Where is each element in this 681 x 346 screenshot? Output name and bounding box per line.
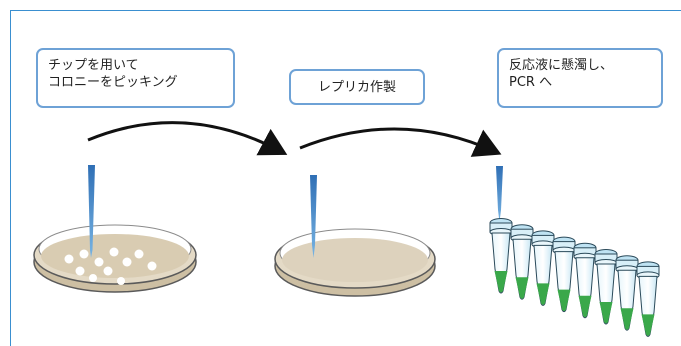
- pcr-tube: [594, 249, 618, 325]
- curved-arrow-icon: [299, 127, 502, 157]
- pcr-liquid: [578, 295, 592, 318]
- pcr-liquid: [494, 271, 508, 293]
- petri-dish-icon: [274, 228, 436, 297]
- colony: [75, 266, 85, 276]
- pipette-tip-icon: [496, 166, 503, 222]
- colony: [147, 261, 157, 271]
- colony: [89, 274, 97, 282]
- colony: [117, 277, 125, 285]
- pcr-liquid: [599, 302, 613, 324]
- step-2-label-box: レプリカ作製: [289, 69, 425, 105]
- pcr-tube: [615, 255, 639, 331]
- frame-left-border: [10, 10, 11, 346]
- pcr-liquid: [641, 314, 655, 336]
- pcr-tube: [531, 230, 555, 306]
- curved-arrow-icon: [87, 121, 288, 156]
- colony: [79, 249, 89, 259]
- pipette-tip-icon: [310, 175, 317, 258]
- colony: [134, 249, 144, 259]
- pcr-tube: [636, 261, 660, 337]
- colony: [103, 266, 113, 276]
- colony: [109, 247, 119, 257]
- step-3-label-box: 反応液に懸濁し、 PCR へ: [497, 48, 663, 108]
- pcr-tube: [552, 236, 576, 313]
- pcr-liquid: [515, 277, 529, 299]
- pipette-tip-icon: [88, 165, 95, 258]
- pcr-liquid: [557, 289, 571, 312]
- pcr-tube: [489, 218, 513, 294]
- colony: [122, 257, 132, 267]
- pcr-tube-strip-icon: [489, 218, 660, 337]
- frame-top-border: [10, 10, 681, 11]
- colony: [94, 257, 104, 267]
- pcr-tube: [573, 242, 597, 319]
- colony: [64, 254, 74, 264]
- pcr-liquid: [536, 283, 550, 305]
- petri-dish-icon: [33, 224, 197, 293]
- step-1-label-box: チップを用いて コロニーをピッキング: [36, 48, 235, 108]
- colony-group: [64, 247, 157, 285]
- pcr-tube: [510, 224, 534, 300]
- pcr-liquid: [620, 308, 634, 330]
